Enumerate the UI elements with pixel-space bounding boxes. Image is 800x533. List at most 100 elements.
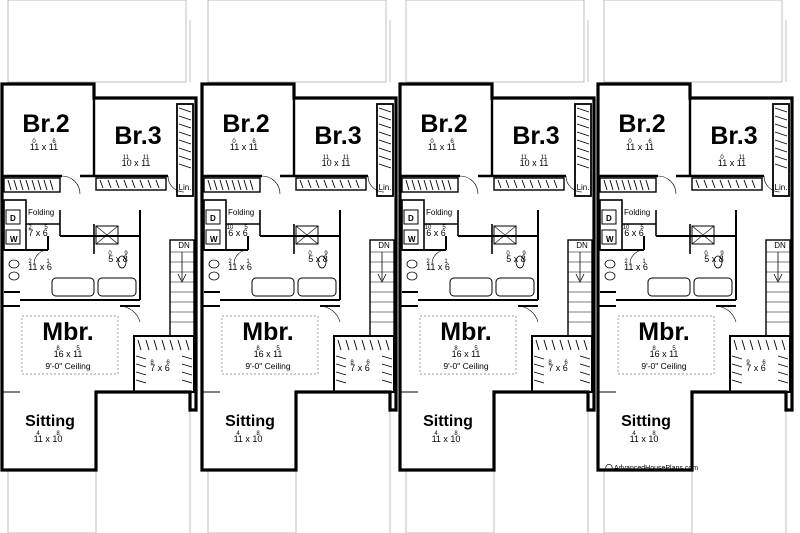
room-dim-laundry-sup-a: 10	[623, 225, 630, 231]
label-folding: Folding	[228, 208, 254, 217]
label-linen: Lin.	[577, 183, 590, 192]
room-dim-br3-sup-b: 11	[541, 155, 548, 161]
label-stair-down: DN	[774, 241, 786, 250]
room-dim-wic: 7 x 6	[548, 363, 568, 373]
room-dim-bath2-sup-a: 0	[704, 251, 708, 257]
copyright-icon	[605, 463, 613, 472]
room-dim-mbr-sup-b: 5	[76, 346, 80, 352]
label-folding: Folding	[426, 208, 452, 217]
room-dim-br3: 10 x 11	[122, 158, 151, 168]
room-dim-laundry: 7 x 6	[28, 228, 48, 238]
label-washer: W	[210, 235, 218, 244]
room-dim-laundry-sup-a: 10	[227, 225, 234, 231]
room-dim-wic: 7 x 6	[150, 363, 170, 373]
room-dim-br2-sup-a: 0	[232, 139, 236, 145]
room-dim-mbr-sup-a: 8	[652, 346, 656, 352]
room-dim-bath2-sup-b: 9	[324, 251, 328, 257]
label-dryer: D	[210, 214, 216, 223]
room-dim-laundry: 6 x 6	[624, 228, 644, 238]
room-dim-mbr-sup-a: 8	[256, 346, 260, 352]
room-dim-br2-sup-a: 0	[430, 139, 434, 145]
room-dim-wic-sup-a: 8	[150, 360, 154, 366]
room-dim-wic-sup-b: 6	[762, 360, 766, 366]
watermark: AdvancedHousePlans.com	[614, 465, 698, 472]
room-dim-sitting-sup-a: 4	[36, 431, 40, 437]
label-folding: Folding	[28, 208, 54, 217]
room-dim-br3: 11 x 11	[718, 158, 746, 168]
room-dim-bath1-sup-b: 1	[642, 259, 646, 265]
room-dim-mbr-sup-a: 8	[454, 346, 458, 352]
room-dim-wic-sup-b: 6	[166, 360, 170, 366]
room-dim-bath2: 5 x 8	[108, 254, 128, 264]
label-washer: W	[10, 235, 18, 244]
room-dim-bath2: 5 x 8	[308, 254, 328, 264]
room-dim-br2-sup-b: 6	[648, 139, 652, 145]
room-name-br2: Br.2	[618, 110, 665, 138]
room-name-sitting: Sitting	[621, 413, 671, 430]
label-dryer: D	[10, 214, 16, 223]
room-dim-bath1: 11 x 6	[28, 262, 52, 272]
room-dim-bath1-sup-b: 1	[46, 259, 50, 265]
room-dim-bath2-sup-a: 0	[308, 251, 312, 257]
room-dim-mbr-sup-a: 8	[56, 346, 60, 352]
room-dim-br2-sup-a: 0	[32, 139, 36, 145]
room-dim-mbr: 16 x 11	[254, 349, 283, 359]
room-dim-bath1: 11 x 6	[426, 262, 450, 272]
room-dim-bath1-sup-b: 1	[246, 259, 250, 265]
room-dim-sitting-sup-b: 8	[652, 431, 656, 437]
room-dim-wic-sup-a: 8	[548, 360, 552, 366]
room-dim-sitting-sup-b: 8	[56, 431, 60, 437]
room-dim-mbr-sup-b: 5	[276, 346, 280, 352]
room-dim-bath2-sup-b: 9	[124, 251, 128, 257]
room-dim-sitting: 11 x 10	[234, 434, 263, 444]
room-dim-br2: 11 x 11	[230, 142, 258, 152]
label-stair-down: DN	[576, 241, 588, 250]
room-name-br2: Br.2	[22, 110, 69, 138]
room-dim-wic-sup-b: 6	[564, 360, 568, 366]
room-dim-br3-sup-a: 11	[521, 155, 528, 161]
room-dim-sitting: 11 x 10	[432, 434, 461, 444]
room-name-br3: Br.3	[114, 122, 161, 150]
room-dim-br2: 11 x 11	[626, 142, 654, 152]
room-dim-laundry-sup-b: 5	[442, 225, 446, 231]
label-mbr-ceiling: 9'-0" Ceiling	[245, 361, 291, 371]
room-dim-br3-sup-b: 11	[343, 155, 350, 161]
label-linen: Lin.	[775, 183, 788, 192]
room-dim-br3-sup-a: 11	[323, 155, 330, 161]
room-dim-bath1: 11 x 6	[228, 262, 252, 272]
room-name-sitting: Sitting	[225, 413, 275, 430]
room-name-sitting: Sitting	[423, 413, 473, 430]
room-dim-bath2-sup-b: 9	[522, 251, 526, 257]
room-dim-br3-sup-b: 11	[739, 155, 746, 161]
room-dim-br3-sup-a: 11	[123, 155, 130, 161]
room-name-mbr: Mbr.	[42, 318, 93, 346]
room-name-mbr: Mbr.	[440, 318, 491, 346]
room-name-br2: Br.2	[420, 110, 467, 138]
room-dim-br3: 10 x 11	[520, 158, 549, 168]
room-dim-bath1-sup-a: 2	[426, 259, 430, 265]
room-dim-bath2-sup-b: 9	[720, 251, 724, 257]
room-dim-sitting: 11 x 10	[34, 434, 63, 444]
label-washer: W	[606, 235, 614, 244]
room-name-br3: Br.3	[314, 122, 361, 150]
room-dim-br3-sup-b: 11	[143, 155, 150, 161]
room-dim-wic-sup-a: 8	[350, 360, 354, 366]
label-folding: Folding	[624, 208, 650, 217]
room-dim-br2-sup-b: 6	[52, 139, 56, 145]
label-linen: Lin.	[379, 183, 392, 192]
label-mbr-ceiling: 9'-0" Ceiling	[443, 361, 489, 371]
room-dim-sitting-sup-b: 8	[454, 431, 458, 437]
room-name-br3: Br.3	[710, 122, 757, 150]
room-dim-sitting-sup-a: 4	[632, 431, 636, 437]
room-dim-br2-sup-b: 6	[252, 139, 256, 145]
room-dim-laundry-sup-b: 5	[244, 225, 248, 231]
room-name-mbr: Mbr.	[638, 318, 689, 346]
room-dim-laundry: 6 x 6	[228, 228, 248, 238]
label-dryer: D	[408, 214, 414, 223]
room-dim-sitting: 11 x 10	[630, 434, 659, 444]
room-dim-bath1-sup-a: 2	[228, 259, 232, 265]
label-mbr-ceiling: 9'-0" Ceiling	[45, 361, 91, 371]
room-dim-sitting-sup-a: 4	[434, 431, 438, 437]
